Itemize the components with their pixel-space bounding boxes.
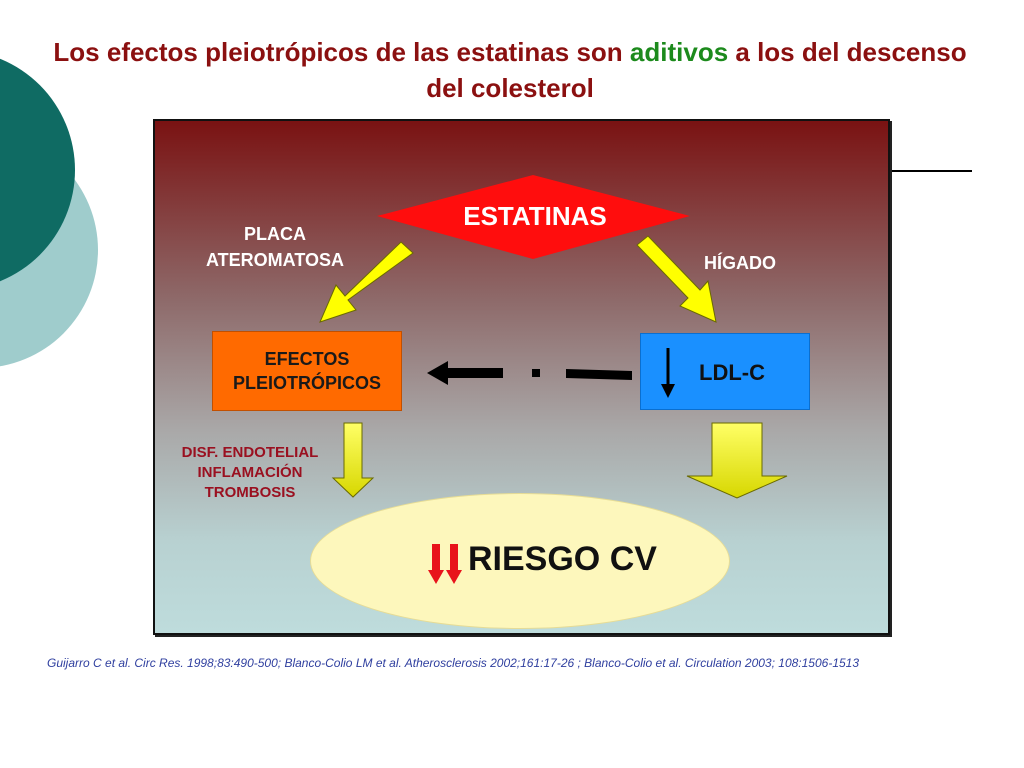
placa-label: PLACA ATEROMATOSA xyxy=(200,221,350,273)
effect-disf-endotelial: DISF. ENDOTELIAL xyxy=(181,444,319,461)
placa-label-line2: ATEROMATOSA xyxy=(206,250,344,270)
estatinas-diamond xyxy=(377,175,690,259)
arrow-to-ldl xyxy=(636,235,717,323)
ldl-box: LDL-C xyxy=(640,333,810,410)
dark-teal-circle xyxy=(0,58,75,282)
dashed-arrow-tail xyxy=(566,369,632,380)
title-accent-word: aditivos xyxy=(629,37,729,67)
ldl-label: LDL-C xyxy=(699,360,765,385)
higado-label: HÍGADO xyxy=(704,253,776,273)
efectos-box: EFECTOS PLEIOTRÓPICOS xyxy=(212,331,402,411)
decorative-circles xyxy=(0,58,98,367)
title-part-2: a los del descenso del colesterol xyxy=(426,37,967,103)
arrow-efectos-to-riesgo xyxy=(331,422,375,498)
effects-list: DISF. ENDOTELIAL INFLAMACIÓN TROMBOSIS xyxy=(170,443,330,503)
placa-label-line1: PLACA xyxy=(244,224,306,244)
effect-inflamacion: INFLAMACIÓN xyxy=(197,464,303,481)
title-part-1: Los efectos pleiotrópicos de las estatin… xyxy=(53,37,630,67)
double-down-arrow-icon xyxy=(428,544,462,584)
estatinas-label: ESTATINAS xyxy=(463,201,607,231)
citation: Guijarro C et al. Circ Res. 1998;83:490-… xyxy=(47,656,860,670)
divider-line xyxy=(890,170,972,172)
riesgo-label: RIESGO CV xyxy=(468,540,657,578)
efectos-box-line2: PLEIOTRÓPICOS xyxy=(232,373,382,393)
arrow-to-efectos xyxy=(319,241,414,323)
down-arrow-icon xyxy=(661,348,675,398)
slide-title: Los efectos pleiotrópicos de las estatin… xyxy=(40,34,980,106)
dashed-arrow-head xyxy=(427,361,503,385)
dashed-arrow-dot xyxy=(532,369,540,377)
effect-trombosis: TROMBOSIS xyxy=(204,484,296,501)
arrow-ldl-to-riesgo xyxy=(686,422,788,499)
efectos-box-line1: EFECTOS xyxy=(264,349,350,369)
riesgo-oval xyxy=(310,493,730,629)
